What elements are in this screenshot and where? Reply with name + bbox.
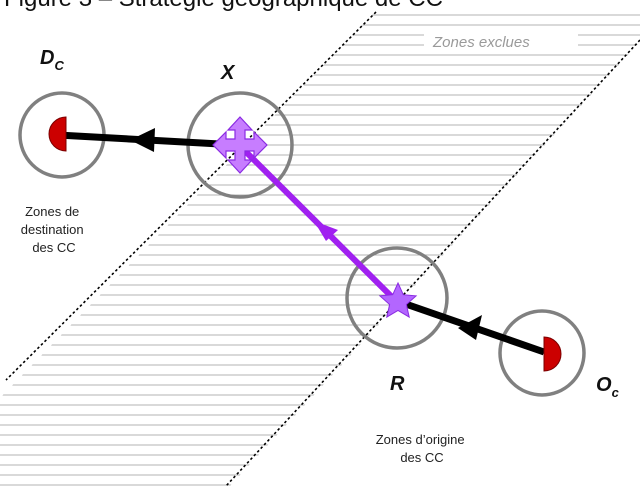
- caption-dest-line-2: destination: [21, 222, 84, 237]
- legend-background: [424, 30, 578, 52]
- label-r: R: [390, 373, 405, 395]
- label-origin-subscript: c: [612, 385, 620, 400]
- caption-dest-zone: Zones de destination des CC: [21, 204, 88, 255]
- arrow-origin-to-r: [398, 298, 546, 356]
- boundary-right: [225, 39, 640, 486]
- origin-half-disc-icon: [543, 336, 562, 372]
- label-dest: DC: [40, 47, 64, 73]
- r-zone-circle: [345, 246, 449, 350]
- dest-half-disc-icon: [48, 116, 67, 152]
- legend-label: Zones exclues: [432, 34, 530, 51]
- arrowhead-r-to-x: [314, 221, 338, 241]
- arrow-r-to-x: [237, 143, 400, 305]
- legend-excluded-zones: Zones exclues: [424, 30, 578, 52]
- label-x: X: [220, 62, 236, 84]
- caption-origin-line-1: Zones d’origine: [376, 432, 465, 447]
- label-dest-subscript: C: [54, 58, 64, 73]
- caption-origin-zone: Zones d’origine des CC: [376, 432, 469, 465]
- arrowhead-x-to-dest: [130, 128, 155, 152]
- label-origin: Oc: [596, 374, 620, 400]
- label-origin-letter: O: [596, 374, 612, 396]
- star-icon: [378, 281, 418, 319]
- caption-dest-line-1: Zones de: [25, 204, 79, 219]
- arrow-x-to-dest: [57, 128, 239, 152]
- caption-dest-line-3: des CC: [32, 240, 75, 255]
- caption-origin-line-2: des CC: [400, 450, 443, 465]
- label-dest-letter: D: [40, 47, 54, 69]
- boundary-left: [5, 11, 377, 381]
- arrowhead-origin-to-r: [458, 315, 482, 340]
- four-way-arrow-cross-icon: [212, 116, 268, 174]
- header-fragment: Figure 3 – Stratégie géographique de CC: [4, 0, 443, 12]
